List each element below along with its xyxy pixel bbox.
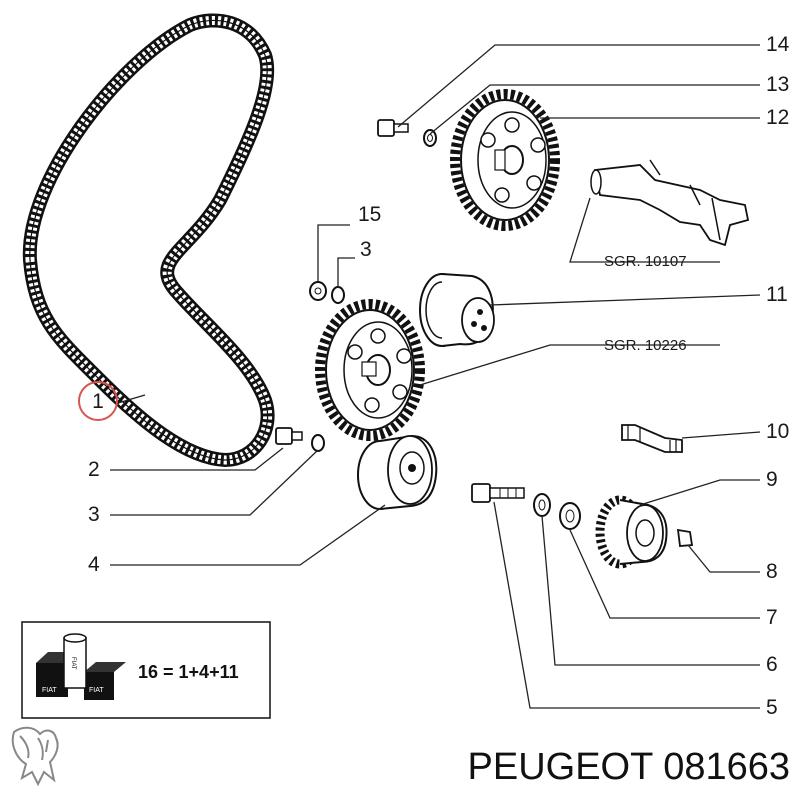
peugeot-lion-icon <box>11 726 59 787</box>
callout-6[interactable]: 6 <box>766 653 778 676</box>
camshaft-bolt[interactable] <box>377 119 409 137</box>
kit-box: FIAT FIAT FIAT 16 = 1+4+11 <box>21 621 271 719</box>
callout-labels: 1 2 3 4 5 6 7 8 9 10 11 12 13 14 15 3 <box>88 33 790 719</box>
kit-box-icon: FIAT FIAT FIAT <box>36 633 126 700</box>
kit-box-label-c: FIAT <box>70 657 76 670</box>
leader-lines <box>110 44 761 709</box>
callout-1[interactable]: 1 <box>92 390 104 413</box>
brand-part-number: PEUGEOT 081663 <box>468 746 790 788</box>
ref-camshaft: SGR. 10107 <box>604 253 687 270</box>
pump-washer[interactable] <box>331 286 345 304</box>
callout-9[interactable]: 9 <box>766 468 778 491</box>
callout-5[interactable]: 5 <box>766 696 778 719</box>
camshaft[interactable] <box>590 159 750 247</box>
idler-pulley[interactable] <box>357 434 438 510</box>
highlight-ring <box>78 381 118 421</box>
crankshaft-key[interactable] <box>676 528 694 547</box>
pump-pulley[interactable] <box>315 299 425 441</box>
callout-10[interactable]: 10 <box>766 420 789 443</box>
kit-formula: 16 = 1+4+11 <box>138 662 239 682</box>
callout-11[interactable]: 11 <box>766 283 788 306</box>
crankshaft-washer[interactable] <box>533 493 551 517</box>
kit-box-label-b: FIAT <box>89 687 104 694</box>
idler-washer[interactable] <box>311 434 325 452</box>
timing-belt[interactable] <box>22 13 275 468</box>
callout-15[interactable]: 15 <box>358 203 381 226</box>
tensioner-stud[interactable] <box>621 424 683 453</box>
crankshaft-bolt[interactable] <box>471 483 525 503</box>
camshaft-washer[interactable] <box>423 129 437 147</box>
callout-3-upper[interactable]: 3 <box>360 238 372 261</box>
callout-14[interactable]: 14 <box>766 33 790 56</box>
callout-7[interactable]: 7 <box>766 606 778 629</box>
pump-nut[interactable] <box>309 281 327 301</box>
callout-13[interactable]: 13 <box>766 73 789 96</box>
callout-8[interactable]: 8 <box>766 560 778 583</box>
belt-tensioner[interactable] <box>419 273 495 347</box>
callout-12[interactable]: 12 <box>766 106 789 129</box>
crankshaft-pulley[interactable] <box>595 495 668 569</box>
crankshaft-spacer[interactable] <box>559 502 581 530</box>
camshaft-pulley[interactable] <box>450 89 560 231</box>
callout-2[interactable]: 2 <box>88 458 100 481</box>
callout-3-lower[interactable]: 3 <box>88 503 100 526</box>
idler-bolt[interactable] <box>275 427 303 445</box>
kit-box-label-a: FIAT <box>42 687 57 694</box>
ref-pump-pulley: SGR. 10226 <box>604 337 687 354</box>
callout-4[interactable]: 4 <box>88 553 100 576</box>
